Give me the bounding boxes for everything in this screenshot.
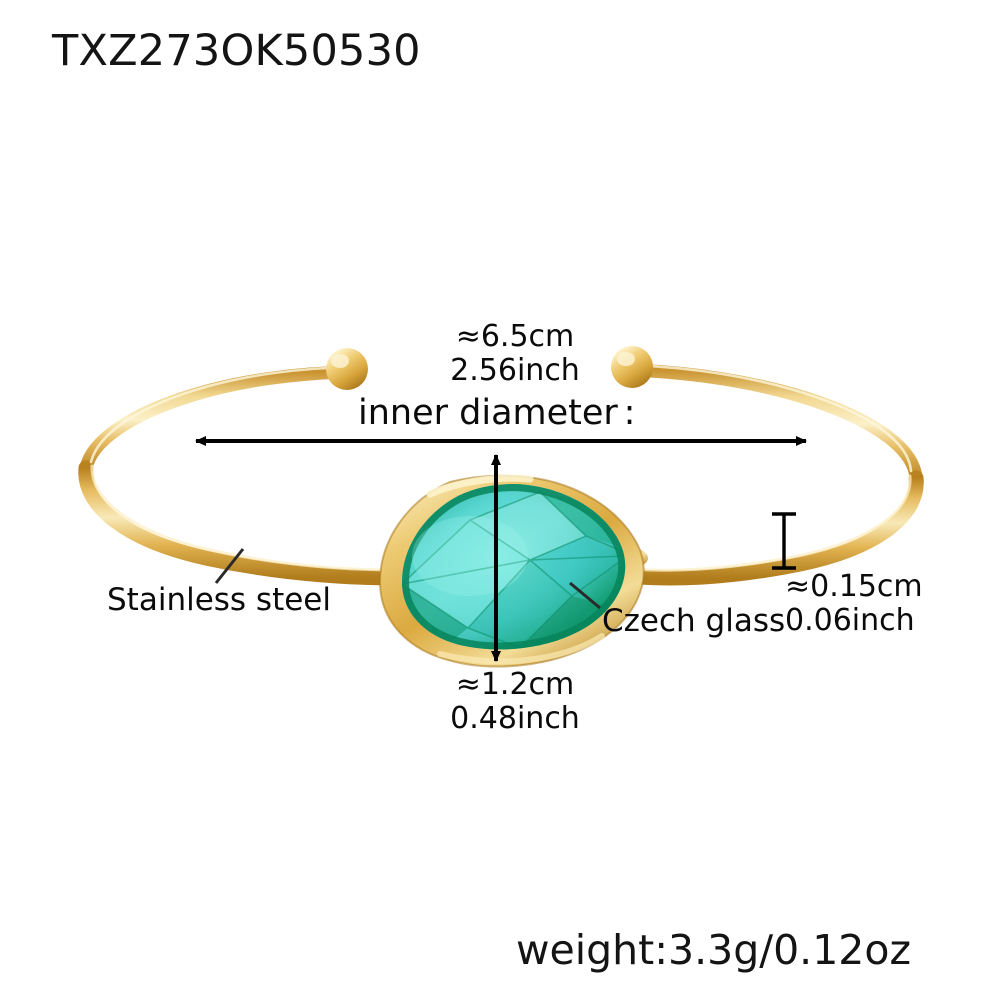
terminal-ball-left-highlight xyxy=(331,354,349,368)
inner-diameter-inch: 2.56inch xyxy=(450,353,580,388)
leader-line-stainless-steel xyxy=(214,548,245,584)
terminal-ball-left xyxy=(326,348,368,390)
band-thickness-caliper xyxy=(772,512,796,570)
band-thickness-measure: ≈0.15cm 0.06inch xyxy=(785,570,923,638)
material-label-czech-glass: Czech glass xyxy=(602,603,786,639)
band-arc-lower-left xyxy=(78,460,408,586)
band-thickness-inch: 0.06inch xyxy=(785,603,915,638)
material-label-stainless-steel: Stainless steel xyxy=(107,582,331,618)
gemstone-setting xyxy=(378,474,648,668)
inner-diameter-title: inner diameter : xyxy=(358,393,636,433)
band-highlight-lower-left xyxy=(90,464,400,572)
band-thickness-cm: ≈0.15cm xyxy=(785,569,923,604)
band-highlight-lower-right xyxy=(628,474,912,572)
product-sku-title: TXZ273OK50530 xyxy=(52,26,421,76)
band-terminal-balls xyxy=(326,346,653,390)
leader-line-czech-glass xyxy=(569,581,601,610)
bezel-highlight-bottom xyxy=(437,633,605,665)
band-highlight-upper-left xyxy=(89,365,354,464)
product-weight-label: weight:3.3g/0.12oz xyxy=(516,926,911,974)
stone-height-cm: ≈1.2cm xyxy=(455,667,575,702)
bangle-band xyxy=(78,363,924,586)
band-arc-lower-right xyxy=(620,470,924,586)
stone-height-inch: 0.48inch xyxy=(450,701,580,736)
inner-diameter-cm: ≈6.5cm xyxy=(455,319,575,354)
inner-diameter-measure: ≈6.5cm 2.56inch xyxy=(420,320,610,388)
stone-height-measure: ≈1.2cm 0.48inch xyxy=(420,668,610,736)
bezel-highlight-top xyxy=(426,474,534,498)
band-highlight-upper-right xyxy=(628,363,913,473)
terminal-ball-right-highlight xyxy=(617,352,635,366)
terminal-ball-right xyxy=(611,346,653,388)
